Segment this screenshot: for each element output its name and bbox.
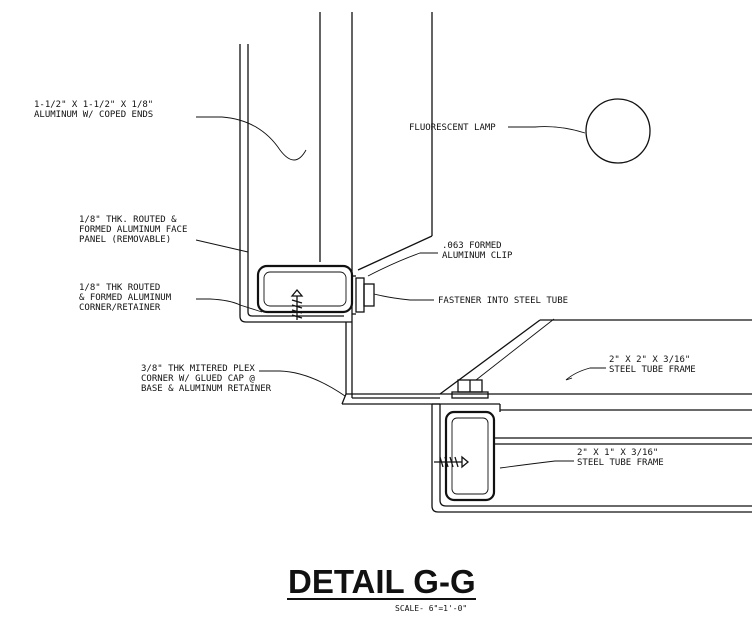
lower-retainer — [431, 403, 752, 513]
label-steel-tube-2x2: 2" X 2" X 3/16" STEEL TUBE FRAME — [609, 355, 696, 375]
label-steel-tube-2x1: 2" X 1" X 3/16" STEEL TUBE FRAME — [577, 448, 664, 468]
leader-lines — [195, 116, 606, 469]
retainer-screw — [290, 288, 304, 320]
corner-retainer — [256, 264, 354, 314]
steel-tube-frame-2x1 — [444, 410, 752, 502]
label-aluminum-clip: .063 FORMED ALUMINUM CLIP — [442, 241, 513, 261]
fluorescent-lamp — [585, 98, 651, 164]
aluminum-face-panel — [239, 44, 352, 323]
label-corner-retainer: 1/8" THK ROUTED & FORMED ALUMINUM CORNER… — [79, 283, 177, 313]
detail-title: DETAIL G-G — [288, 563, 476, 600]
tube-bolt — [451, 379, 489, 399]
label-face-panel: 1/8" THK. ROUTED & FORMED ALUMINUM FACE … — [79, 215, 193, 245]
aluminum-clip — [352, 275, 375, 315]
label-fluorescent-lamp: FLUORESCENT LAMP — [409, 123, 496, 133]
label-fastener: FASTENER INTO STEEL TUBE — [438, 296, 568, 306]
aluminum-tube-coped — [319, 12, 433, 322]
label-plex-corner: 3/8" THK MITERED PLEX CORNER W/ GLUED CA… — [141, 364, 272, 394]
label-aluminum-tube: 1-1/2" X 1-1/2" X 1/8" ALUMINUM W/ COPED… — [34, 100, 159, 120]
frame-screw — [434, 455, 470, 469]
steel-tube-frame-2x2 — [439, 319, 752, 411]
scale-note: SCALE- 6"=1'-0" — [395, 604, 467, 613]
plex-corner — [341, 322, 752, 405]
